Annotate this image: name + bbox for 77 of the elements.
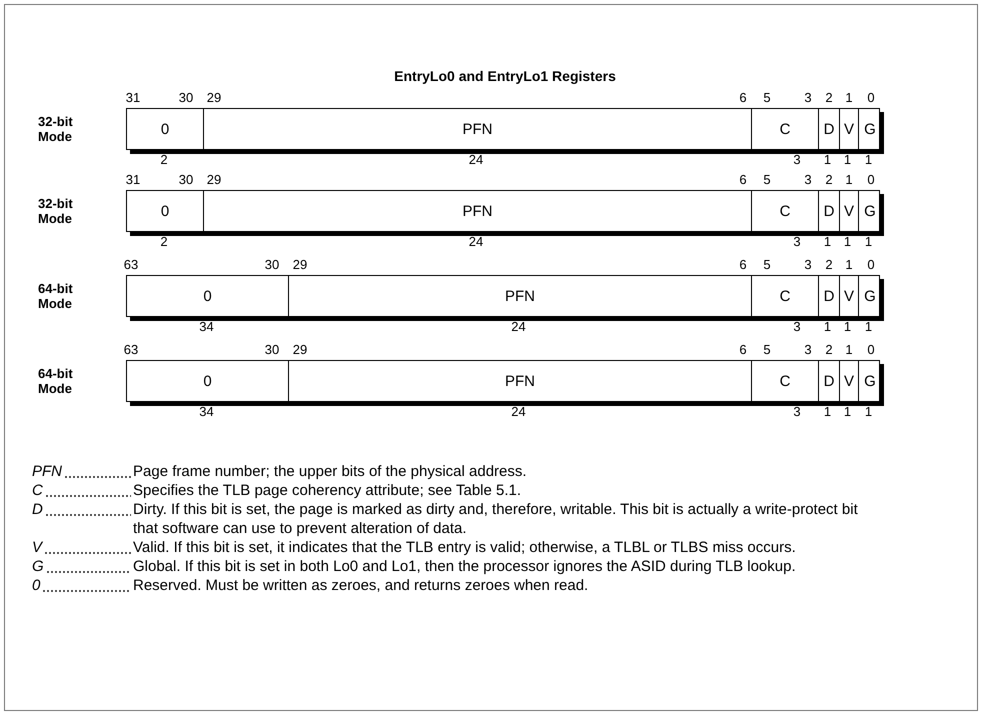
field-width: 2 [160,153,168,167]
bit-number: 30 [178,91,194,105]
bit-number: 29 [206,173,222,187]
diagram-title: EntryLo0 and EntryLo1 Registers [394,68,616,84]
term-label: G [32,557,44,576]
bit-number: 3 [804,173,812,187]
term-label: V [32,538,42,557]
field-width: 1 [824,235,832,249]
bit-number: 5 [763,258,771,272]
definition-text: Page frame number; the upper bits of the physical address. [133,462,528,481]
bit-number: 29 [206,91,222,105]
bit-number: 1 [845,173,853,187]
definition-text: Reserved. Must be written as zeroes, and returns zeroes when read. [133,576,590,595]
field-width: 1 [844,235,852,249]
term-label: D [32,500,43,520]
bit-number: 29 [292,343,308,357]
bit-number: 5 [763,91,771,105]
field-width: 24 [468,153,484,167]
field-width: 1 [824,320,832,334]
field-width: 3 [793,405,801,419]
bit-number: 30 [264,343,280,357]
term-label: C [32,481,43,500]
term-label: PFN [32,462,62,481]
field-width: 1 [824,405,832,419]
bit-number: 0 [867,343,875,357]
mode-label: 32-bit Mode [38,196,74,226]
bit-number: 30 [178,173,194,187]
definition-text: Valid. If this bit is set, it indicates that the TLB entry is valid; otherwise, a TLBL or TLBS miss occurs. [133,538,797,557]
bit-number: 5 [763,173,771,187]
field-width: 24 [511,320,526,334]
field-width: 34 [199,320,214,334]
bit-number: 5 [763,343,771,357]
bit-number: 6 [739,173,747,187]
mode-label: 32-bit Mode [38,114,74,144]
bit-number: 6 [739,258,747,272]
field-width: 1 [864,320,872,334]
bit-number: 2 [825,173,833,187]
term-label: 0 [32,576,40,595]
bit-number: 3 [804,258,812,272]
bit-number: 1 [845,343,853,357]
field-width: 1 [864,235,872,249]
bit-number: 1 [845,258,853,272]
bit-number: 0 [867,173,875,187]
field-width: 24 [511,405,526,419]
field-width: 1 [844,153,852,167]
field-width: 2 [160,235,168,249]
bit-number: 2 [825,343,833,357]
bit-number: 29 [292,258,308,272]
bit-number: 1 [845,91,853,105]
definition-text: Global. If this bit is set in both Lo0 and Lo1, then the processor ignores the ASID during TLB lookup. [133,557,797,576]
bit-number: 63 [124,343,138,357]
definition-text: Specifies the TLB page coherency attribute; see Table 5.1. [133,481,522,500]
bit-number: 0 [867,91,875,105]
bit-number: 3 [804,343,812,357]
bit-number: 2 [825,91,833,105]
field-width: 3 [793,320,801,334]
field-width: 1 [844,320,852,334]
bit-number: 0 [867,258,875,272]
field-width: 3 [793,153,801,167]
mode-label: 64-bit Mode [38,281,74,311]
definition-text: Dirty. If this bit is set, the page is marked as dirty and, therefore, writable. This bit is actually a write-protect bit that software can use to prevent alteration of data. [133,500,859,538]
bit-number: 2 [825,258,833,272]
field-width: 1 [864,153,872,167]
field-width: 24 [468,235,484,249]
field-width: 34 [199,405,214,419]
bit-number: 31 [126,91,140,105]
bit-number: 63 [124,258,138,272]
bit-number: 30 [264,258,280,272]
field-width: 3 [793,235,801,249]
bit-number: 6 [739,91,747,105]
field-width: 1 [824,153,832,167]
mode-label: 64-bit Mode [38,366,74,396]
bit-number: 6 [739,343,747,357]
field-width: 1 [864,405,872,419]
bit-number: 3 [804,91,812,105]
field-width: 1 [844,405,852,419]
bit-number: 31 [126,173,140,187]
